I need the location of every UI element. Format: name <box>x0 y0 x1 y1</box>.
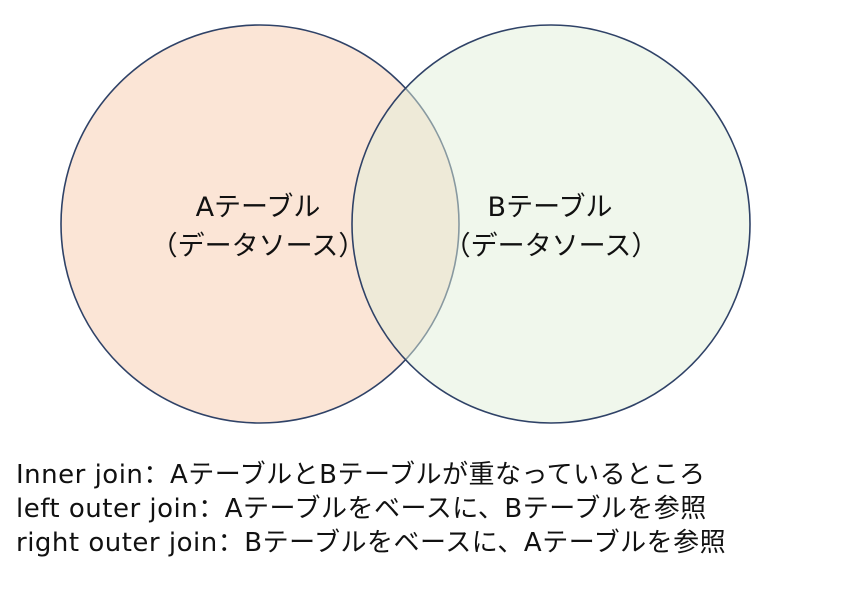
legend-description: AテーブルとBテーブルが重なっているところ <box>169 460 706 490</box>
legend-term: right outer join <box>16 528 218 558</box>
legend-term: left outer join <box>16 494 199 524</box>
legend-separator: ： <box>217 528 245 558</box>
circle-b-label-line1: Bテーブル <box>488 192 613 223</box>
circle-a-label-line2: （データソース） <box>151 231 366 262</box>
circle-a-label-line1: Aテーブル <box>196 192 321 223</box>
legend-line-inner-join: Inner join：AテーブルとBテーブルが重なっているところ <box>16 458 726 492</box>
circle-b <box>351 24 751 424</box>
circle-b-label-line2: （データソース） <box>444 231 659 262</box>
circle-a-group: Aテーブル （データソース） <box>60 24 460 424</box>
legend-separator: ： <box>198 494 225 524</box>
circle-b-group: Bテーブル （データソース） <box>351 24 751 424</box>
legend-description: Bテーブルをベースに、Aテーブルを参照 <box>244 528 727 558</box>
venn-diagram: Aテーブル （データソース） Bテーブル （データソース） <box>60 24 751 424</box>
legend-line-right-outer-join: right outer join：Bテーブルをベースに、Aテーブルを参照 <box>16 526 726 560</box>
legend-separator: ： <box>143 460 170 490</box>
legend-term: Inner join <box>16 460 144 490</box>
legend-line-left-outer-join: left outer join：Aテーブルをベースに、Bテーブルを参照 <box>16 492 726 526</box>
join-legend: Inner join：AテーブルとBテーブルが重なっているところ left ou… <box>16 458 726 560</box>
legend-description: Aテーブルをベースに、Bテーブルを参照 <box>224 494 707 524</box>
